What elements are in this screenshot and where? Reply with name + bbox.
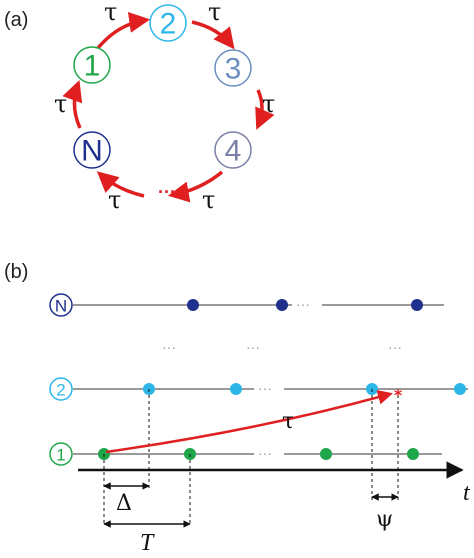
- delta-label: Δ: [116, 491, 132, 516]
- panel-a-label: (a): [4, 9, 28, 31]
- node-n-label: N: [81, 135, 103, 168]
- node-3: 3: [214, 49, 252, 87]
- arrow-1-to-2: [96, 11, 151, 50]
- node-4-label: 4: [225, 135, 242, 168]
- spike-n-3: [411, 299, 423, 311]
- spike-1-3: [320, 448, 332, 460]
- node-2-label: 2: [160, 8, 177, 41]
- node-n: N: [73, 131, 111, 169]
- delay-arrow: [105, 389, 393, 454]
- row-2-label: 2: [56, 381, 65, 400]
- vertical-ellipsis-2: ···: [246, 339, 260, 355]
- node-2: 2: [149, 4, 187, 42]
- dashed-guides: [103, 389, 399, 526]
- row-n-ellipsis: ···: [296, 296, 310, 312]
- period-label: T: [140, 530, 155, 556]
- row-2-ellipsis: ···: [258, 380, 272, 396]
- spike-2-4: [454, 383, 466, 395]
- delay-tau-label: τ: [282, 409, 294, 434]
- node-4: 4: [214, 131, 252, 169]
- row-n-label: N: [55, 297, 67, 316]
- tau-label-2: τ: [208, 0, 221, 26]
- spike-n-2: [276, 299, 288, 311]
- row-1: 1 ···: [49, 442, 442, 466]
- row-2: 2 ···: [49, 377, 468, 401]
- arrow-4-to-dots: [167, 170, 224, 203]
- spike-n-1: [187, 299, 199, 311]
- tau-label-4: τ: [202, 186, 215, 214]
- arrow-dots-to-n: [96, 171, 145, 198]
- row-1-ellipsis: ···: [258, 445, 272, 461]
- tau-label-5: τ: [108, 186, 121, 214]
- tau-label-3: τ: [262, 90, 275, 118]
- row-1-label: 1: [56, 446, 65, 465]
- arrow-n-to-1: [62, 80, 83, 129]
- spike-2-2: [230, 383, 242, 395]
- ring-ellipsis: ···: [158, 182, 176, 202]
- time-axis-label: t: [463, 480, 471, 506]
- spike-1-4: [407, 448, 419, 460]
- tau-label-1: τ: [104, 0, 117, 26]
- node-3-label: 3: [225, 53, 242, 86]
- vertical-ellipsis-3: ···: [388, 339, 402, 355]
- phase-label: ψ: [376, 507, 393, 532]
- panel-b-label: (b): [4, 261, 28, 283]
- tau-label-6: τ: [54, 90, 67, 118]
- ring-arrows: [62, 11, 275, 203]
- arrow-2-to-3: [191, 20, 235, 50]
- row-n: N ···: [49, 293, 444, 317]
- node-1: 1: [73, 46, 111, 84]
- node-1-label: 1: [84, 50, 101, 83]
- received-spike-star: *: [394, 386, 403, 405]
- vertical-ellipsis-1: ···: [162, 339, 176, 355]
- arrow-3-to-4: [255, 89, 275, 130]
